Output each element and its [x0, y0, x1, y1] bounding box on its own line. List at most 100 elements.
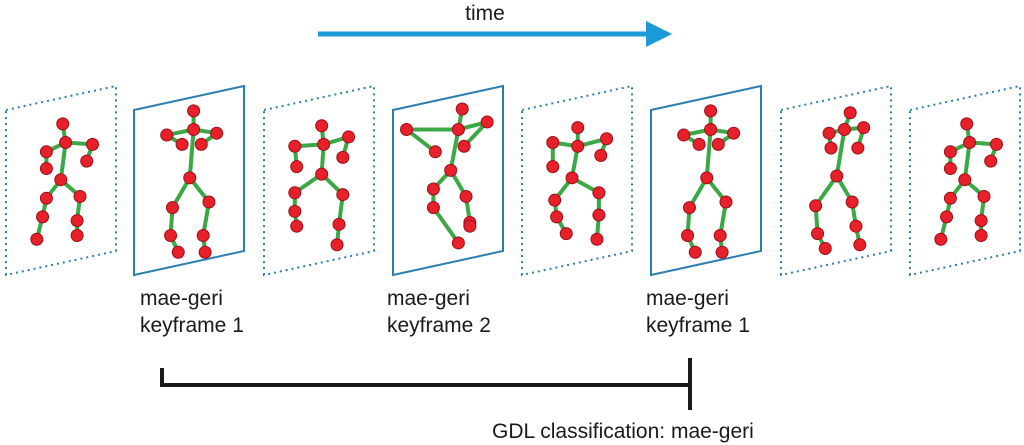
skeleton-joint [845, 195, 859, 209]
skeleton-joint [818, 242, 832, 256]
skeleton-joint [288, 204, 302, 218]
skeleton-joint [56, 117, 70, 131]
skeleton-joint [290, 219, 304, 233]
skeleton-joint [336, 188, 350, 202]
skeleton-joint [677, 128, 691, 142]
skeleton-joint [426, 201, 440, 215]
time-arrow-head [646, 21, 672, 47]
skeleton-joint [73, 189, 87, 203]
skeleton-joint [565, 171, 579, 185]
skeleton-joint [559, 227, 573, 241]
skeleton-joint [400, 122, 414, 136]
skeleton-joint [811, 227, 825, 241]
skeleton-joint [977, 189, 991, 203]
skeleton-joint [315, 167, 329, 181]
skeleton-joint [187, 122, 201, 136]
skeleton-joint [428, 145, 442, 159]
frame-panel [263, 84, 375, 277]
skeleton-joint [165, 201, 179, 215]
skeleton-joint [963, 136, 977, 149]
skeleton-joint [830, 169, 844, 183]
skeleton-joint [727, 126, 741, 140]
skeleton-joint [59, 136, 73, 149]
skeleton-joint [196, 229, 210, 242]
skeleton-joint [594, 149, 608, 163]
keyframe-label-1: mae-geri keyframe 1 [140, 287, 244, 337]
skeleton-joint [288, 186, 302, 200]
skeleton-joint [857, 121, 871, 135]
skeleton-joint [451, 122, 465, 136]
skeleton-joint [550, 210, 564, 224]
skeleton-joint [332, 217, 346, 231]
skeleton-joint [160, 128, 174, 142]
skeleton-bone [448, 127, 461, 173]
skeleton-joint [851, 141, 865, 155]
skeleton-joint [984, 154, 998, 168]
frame-2 [133, 84, 245, 277]
frame-4 [392, 84, 504, 277]
time-arrow [318, 21, 672, 47]
skeleton-joint [198, 245, 212, 259]
skeleton-joint [455, 102, 469, 116]
skeleton-joint [202, 195, 216, 209]
skeleton-joint [688, 245, 702, 259]
skeleton-joint [715, 245, 729, 259]
skeleton-joint [39, 191, 53, 205]
skeleton-joint [943, 162, 957, 176]
skeleton-joint [426, 182, 440, 196]
skeleton-joint [164, 229, 178, 242]
skeleton-joint [713, 229, 727, 242]
keyframe-label-2: mae-geri keyframe 2 [387, 287, 491, 337]
skeleton-joint [960, 117, 974, 131]
skeleton-joint [600, 132, 614, 146]
keyframe-label-3: mae-geri keyframe 1 [646, 287, 750, 337]
skeleton-joint [451, 236, 465, 250]
skeleton-joint [30, 232, 44, 246]
skeleton-bone [834, 127, 847, 178]
skeleton-joint [681, 229, 695, 242]
skeleton-joint [288, 139, 302, 153]
skeleton-joint [546, 160, 560, 174]
skeleton-joint [809, 199, 823, 213]
skeleton-joint [546, 136, 560, 149]
skeleton-joint [70, 214, 84, 228]
skeleton-joint [54, 173, 68, 187]
skeleton-joint [175, 137, 189, 151]
skeleton-joint [571, 139, 585, 153]
keyframe-label-3-line1: mae-geri [646, 287, 729, 310]
skeleton-joint [590, 232, 604, 246]
frame-sequence [5, 84, 1021, 277]
skeleton-joint [711, 137, 725, 151]
skeleton-joint [700, 171, 714, 185]
frame-5 [521, 84, 633, 277]
skeleton-joint [336, 150, 350, 164]
skeleton-joint [548, 193, 562, 207]
keyframe-label-1-line1: mae-geri [140, 287, 223, 310]
skeleton-joint [571, 121, 585, 135]
skeleton-joint [824, 141, 838, 155]
skeleton-joint [943, 191, 957, 205]
skeleton-joint [692, 137, 706, 151]
skeleton-joint [837, 122, 851, 136]
keyframe-panel [392, 84, 504, 277]
frame-6 [650, 84, 762, 277]
skeleton-joint [704, 104, 718, 118]
skeleton-joint [194, 137, 208, 151]
skeleton-joint [822, 126, 836, 140]
skeleton-joint [974, 214, 988, 228]
keyframe-label-1-line2: keyframe 1 [140, 314, 244, 337]
skeleton-joint [210, 126, 224, 140]
skeleton-joint [463, 219, 477, 233]
skeleton-joint [80, 154, 94, 168]
skeleton-joint [330, 238, 344, 252]
keyframe-label-2-line2: keyframe 2 [387, 314, 491, 337]
frame-8 [909, 84, 1021, 277]
skeleton-joint [843, 106, 857, 120]
skeleton-joint [444, 163, 458, 177]
skeleton-joint [943, 145, 957, 159]
skeleton-joint [457, 139, 471, 153]
skeleton-joint [592, 208, 606, 222]
skeleton-joint [85, 137, 99, 151]
skeleton-joint [317, 137, 331, 151]
